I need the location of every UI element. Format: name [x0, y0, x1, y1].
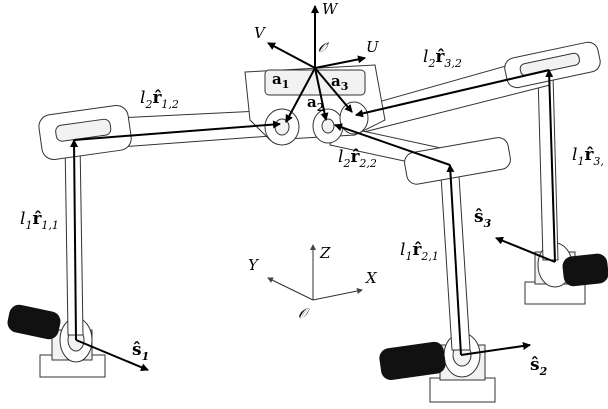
base-2: [379, 332, 496, 403]
elbow-2: [404, 137, 511, 185]
label-s1: ŝ1: [132, 340, 149, 363]
label-r11: l1r̂1,1: [20, 209, 59, 232]
base-2-block: [429, 377, 496, 403]
vector-s3: [495, 236, 556, 263]
label-r21: l1r̂2,1: [400, 240, 439, 263]
label-r22: l2r̂2,2: [338, 147, 377, 170]
vector-a1: [285, 67, 316, 123]
vector-a3: [314, 67, 353, 113]
motor-3: [562, 253, 608, 287]
vector-r12: [73, 120, 281, 141]
axis-y-label: Y: [248, 256, 260, 274]
axis-x-label: X: [365, 269, 378, 287]
vector-a2: [314, 67, 329, 121]
motor-2: [379, 341, 446, 381]
vector-r32: [355, 69, 550, 118]
vector-s1: [75, 339, 149, 371]
label-r12: l2r̂1,2: [140, 88, 179, 111]
vector-r22: [334, 123, 451, 166]
vector-r11: [70, 139, 79, 341]
label-r32: l2r̂3,2: [423, 47, 462, 70]
vector-r21: [446, 164, 462, 356]
vector-a2-label: a2: [307, 93, 324, 114]
axis-x: [312, 288, 363, 301]
vector-r31: [545, 69, 556, 263]
axis-y: [267, 277, 314, 301]
axis-u: [314, 55, 366, 69]
base-3: [524, 242, 608, 305]
label-r31: l1r̂3,: [572, 145, 604, 168]
axis-v-label: V: [254, 24, 267, 42]
motor-1: [7, 304, 61, 340]
moving-origin-label: 𝒪′: [318, 41, 330, 56]
label-s2: ŝ2: [530, 355, 548, 378]
label-s3: ŝ3: [474, 207, 492, 230]
axis-v: [267, 42, 316, 69]
axis-z-label: Z: [319, 244, 331, 262]
axis-u-label: U: [366, 38, 380, 56]
vector-a1-label: a1: [272, 70, 289, 91]
vector-s2: [460, 342, 531, 356]
vector-a3-label: a3: [331, 72, 348, 93]
axis-w-label: W: [322, 0, 339, 18]
base-1: [7, 304, 106, 378]
fixed-origin-label: 𝒪: [298, 306, 310, 322]
